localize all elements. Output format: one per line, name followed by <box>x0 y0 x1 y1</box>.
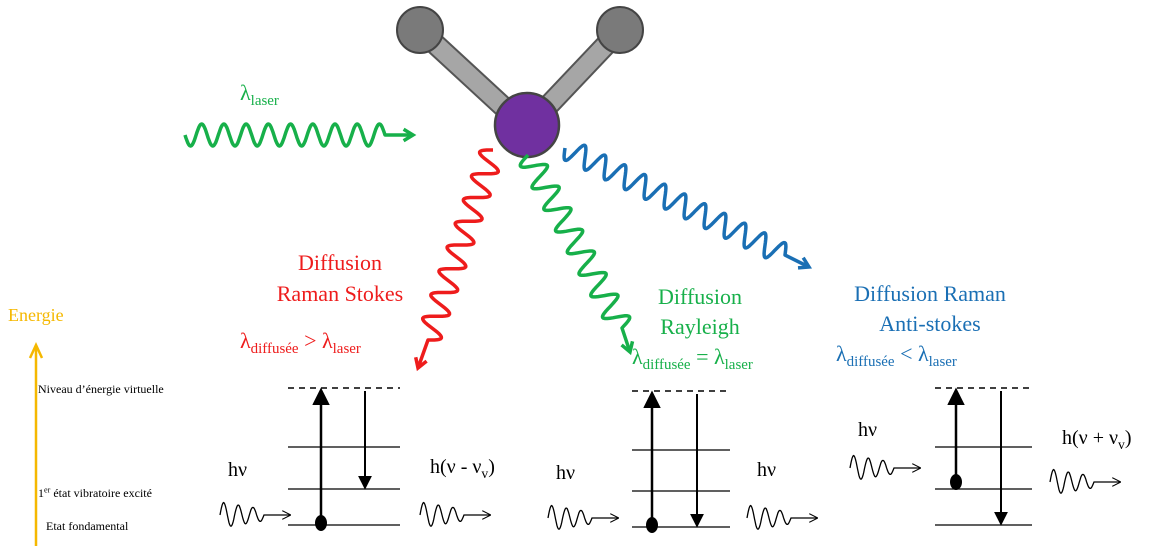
left-atom <box>396 6 444 54</box>
rayleigh-scattered-wave <box>518 153 632 353</box>
population-dot <box>315 515 327 531</box>
antistokes-incident-photon-wave <box>849 454 920 480</box>
energy-axis-arrowhead <box>28 342 44 359</box>
rayleigh-title: Diffusion Rayleigh <box>620 282 780 342</box>
stokes-arrowhead <box>413 356 428 372</box>
antistokes-scattered-wave <box>562 143 810 269</box>
rayleigh-incident-photon-label: hν <box>556 462 576 484</box>
stokes-lambda-relation: λdiffusée > λlaser <box>240 328 361 358</box>
stokes-emitted-photon-wave <box>419 501 490 527</box>
antistokes-arrowhead <box>797 256 813 270</box>
rayleigh-incident-photon-wave <box>547 504 618 530</box>
antistokes-title: Diffusion Raman Anti-stokes <box>820 279 1040 339</box>
incident-lambda-label: λlaser <box>240 80 279 110</box>
stokes-title-line2: Raman Stokes <box>276 281 404 306</box>
stokes-incident-photon-wave <box>219 501 290 527</box>
rayleigh-level-diagram <box>632 390 730 533</box>
ground-level-label: Etat fondamental <box>46 519 129 533</box>
right-atom <box>596 6 644 54</box>
rayleigh-arrowhead <box>620 340 635 356</box>
incident-laser-arrowhead <box>402 127 417 143</box>
molecule <box>396 6 644 159</box>
antistokes-title-line2: Anti-stokes <box>879 311 981 336</box>
incident-laser-wave <box>183 122 413 148</box>
stokes-emitted-photon-label: h(ν - νv) <box>430 456 495 481</box>
virtual-level-label: Niveau d’énergie virtuelle <box>38 382 164 396</box>
excited-level-label: 1er état vibratoire excité <box>38 485 152 500</box>
stokes-title: Diffusion Raman Stokes <box>240 247 440 309</box>
population-dot <box>950 474 962 490</box>
population-dot <box>646 517 658 533</box>
center-atom <box>493 91 561 159</box>
antistokes-lambda-relation: λdiffusée < λlaser <box>836 341 957 371</box>
rayleigh-emitted-photon-wave <box>746 504 817 530</box>
rayleigh-emitted-photon-label: hν <box>757 459 777 481</box>
antistokes-incident-photon-label: hν <box>858 419 878 441</box>
stokes-level-diagram <box>288 387 400 531</box>
antistokes-emitted-photon-wave <box>1049 468 1120 494</box>
rayleigh-title-line2: Rayleigh <box>660 314 740 339</box>
antistokes-title-line1: Diffusion Raman <box>854 281 1006 306</box>
rayleigh-lambda-relation: λdiffusée = λlaser <box>632 344 753 374</box>
rayleigh-title-line1: Diffusion <box>658 284 742 309</box>
stokes-scattered-wave <box>416 148 501 369</box>
stokes-title-line1: Diffusion <box>298 250 382 275</box>
antistokes-emitted-photon-label: h(ν + νv) <box>1062 427 1132 452</box>
stokes-incident-photon-label: hν <box>228 459 248 481</box>
antistokes-level-diagram <box>935 387 1032 526</box>
energy-axis-label: Energie <box>8 305 64 325</box>
